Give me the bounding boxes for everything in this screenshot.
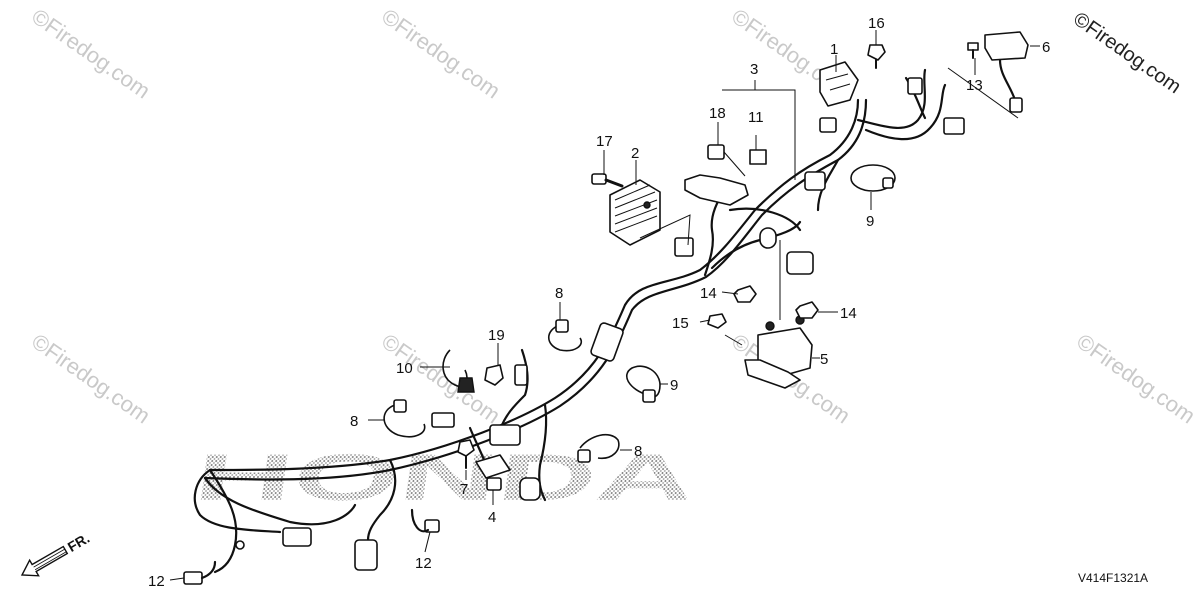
watermark: ©Firedog.com — [27, 4, 155, 104]
callout-4: 4 — [488, 509, 496, 526]
figure-code: V414F1321A — [1078, 571, 1149, 585]
bracket-4 — [475, 424, 521, 491]
starter-solenoid — [724, 240, 813, 389]
connector-block — [489, 424, 521, 446]
callout-8: 8 — [555, 285, 563, 302]
callout-12: 12 — [415, 555, 432, 572]
watermark: ©Firedog.com — [1072, 329, 1200, 429]
connector-block — [943, 117, 965, 135]
connector-block — [759, 227, 777, 249]
callout-14: 14 — [840, 305, 857, 322]
regulator-rectifier — [609, 179, 691, 246]
callout-8: 8 — [350, 413, 358, 430]
fuse-18 — [707, 144, 725, 160]
callout-18: 18 — [709, 105, 726, 122]
connector-block — [786, 251, 814, 275]
front-arrow-icon — [20, 545, 69, 577]
clip-8-left — [383, 399, 426, 438]
callout-labels: 1 2 3 4 5 6 7 8 8 8 9 9 10 11 12 12 13 1… — [148, 15, 1050, 590]
connector-block — [282, 527, 312, 547]
callout-2: 2 — [631, 145, 639, 162]
sensor-6 — [947, 31, 1029, 119]
callout-6: 6 — [1042, 39, 1050, 56]
connector-block — [907, 77, 923, 95]
connector-block — [514, 364, 528, 386]
callout-1: 1 — [830, 41, 838, 58]
cable-band-9-top — [850, 164, 896, 192]
fuse-box — [684, 144, 767, 206]
connector-block — [674, 237, 694, 257]
clip-10 — [442, 349, 475, 393]
leader-line — [722, 89, 796, 180]
connector-block — [431, 412, 455, 428]
connector-block — [354, 539, 378, 571]
nut-14-b — [795, 301, 819, 319]
connector-block — [819, 117, 837, 133]
connector-block — [590, 322, 624, 362]
callout-11: 11 — [748, 109, 764, 126]
clip-11 — [749, 149, 767, 165]
main-wire-harness — [193, 68, 947, 574]
cable-band-9-mid — [626, 365, 661, 403]
watermark: ©Firedog.com — [377, 4, 505, 104]
harness-connectors — [235, 77, 965, 571]
front-label: FR. — [65, 530, 93, 555]
callout-10: 10 — [396, 360, 413, 377]
callout-17: 17 — [596, 133, 613, 150]
bolt-15 — [707, 313, 727, 329]
callout-13: 13 — [966, 77, 983, 94]
connector-block — [804, 171, 826, 191]
callout-16: 16 — [868, 15, 885, 32]
callout-19: 19 — [488, 327, 505, 344]
bolt-7 — [457, 439, 475, 469]
callout-8: 8 — [634, 443, 642, 460]
callout-7: 7 — [460, 481, 468, 498]
screw-13 — [967, 42, 979, 59]
bolt-16 — [867, 44, 886, 69]
callout-15: 15 — [672, 315, 689, 332]
connector-block — [519, 477, 541, 501]
callout-14: 14 — [700, 285, 717, 302]
connector-12-mid — [410, 508, 440, 533]
grommet-19 — [484, 364, 504, 386]
callout-12: 12 — [148, 573, 165, 590]
clip-8-top — [547, 319, 582, 352]
front-direction-indicator: FR. — [20, 530, 93, 577]
callout-5: 5 — [820, 351, 828, 368]
honda-logo: HONDA — [190, 441, 700, 515]
callout-3: 3 — [750, 61, 758, 78]
starter-relay — [819, 61, 859, 107]
watermark: ©Firedog.com — [27, 329, 155, 429]
callout-9: 9 — [670, 377, 678, 394]
clip-8-right — [577, 433, 620, 463]
bolt-17 — [591, 173, 624, 188]
watermark-corner: ©Firedog.com — [1069, 8, 1185, 98]
terminal — [235, 540, 245, 550]
callout-9: 9 — [866, 213, 874, 230]
leader-lines — [169, 30, 1040, 581]
connector-12-left — [183, 560, 217, 585]
